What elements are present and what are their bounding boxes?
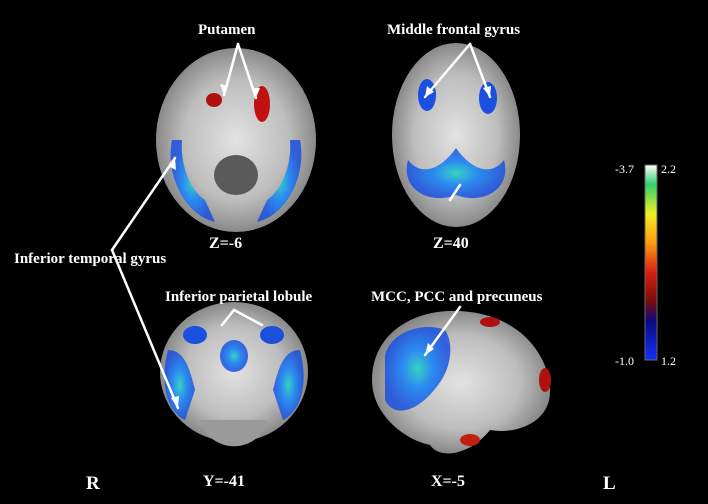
axial-slice-z40 xyxy=(392,43,520,227)
orientation-right: R xyxy=(86,473,100,494)
label-mcc-pcc-precuneus: MCC, PCC and precuneus xyxy=(371,289,543,305)
label-inferior-temporal-gyrus: Inferior temporal gyrus xyxy=(14,251,167,267)
colorbar-negative-min: -1.0 xyxy=(615,354,634,368)
label-middle-frontal-gyrus: Middle frontal gyrus xyxy=(387,22,521,38)
coord-coronal: Y=-41 xyxy=(203,473,245,490)
coord-axial-1: Z=-6 xyxy=(209,235,243,252)
orientation-left: L xyxy=(603,473,616,494)
colorbar-positive-min: 1.2 xyxy=(661,354,676,368)
colorbar-negative-max: -3.7 xyxy=(615,162,634,176)
colorbar-positive-max: 2.2 xyxy=(661,162,676,176)
color-bar xyxy=(644,164,658,361)
arrow-heads xyxy=(168,84,491,408)
label-inferior-parietal-lobule: Inferior parietal lobule xyxy=(165,289,313,305)
label-putamen: Putamen xyxy=(198,22,256,38)
coord-sagittal: X=-5 xyxy=(431,473,465,490)
axial-slice-z-neg6 xyxy=(156,48,316,232)
coord-axial-2: Z=40 xyxy=(433,235,469,252)
coronal-slice-y-neg41 xyxy=(160,302,308,447)
sagittal-slice-x-neg5 xyxy=(372,310,551,454)
